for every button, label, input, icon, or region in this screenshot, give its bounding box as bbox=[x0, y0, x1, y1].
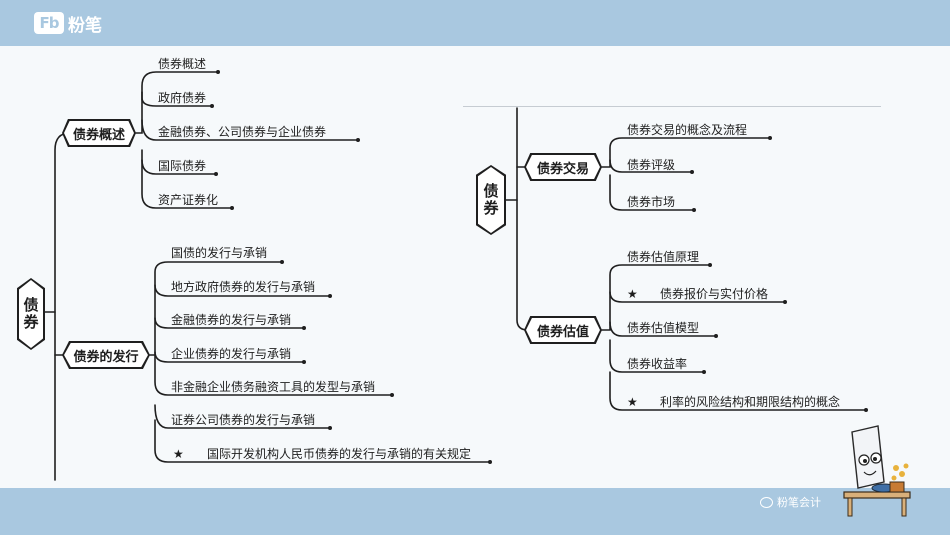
star-icon: ★ bbox=[627, 287, 638, 301]
bottom-bar bbox=[0, 488, 950, 535]
leaf-item: 债券估值模型 bbox=[627, 321, 700, 335]
leaf-item: 金融债券、公司债券与企业债券 bbox=[158, 125, 327, 139]
leaf-item: 国际开发机构人民币债券的发行与承销的有关规定 bbox=[207, 447, 472, 461]
left-root-node: 债券 bbox=[17, 278, 45, 350]
branch-label: 债券交易 bbox=[536, 161, 589, 177]
leaf-item: 国际债券 bbox=[158, 159, 207, 173]
right-root-node: 债券 bbox=[476, 165, 506, 235]
leaf-item: 债券报价与实付价格 bbox=[660, 287, 769, 301]
leaf-item: 地方政府债券的发行与承销 bbox=[171, 280, 316, 294]
mascot-illustration bbox=[843, 425, 911, 517]
leaf-item: 利率的风险结构和期限结构的概念 bbox=[660, 395, 841, 409]
star-icon: ★ bbox=[627, 395, 638, 409]
leaf-item: 债券收益率 bbox=[627, 357, 688, 371]
branch-bond-trading: 债券交易 bbox=[524, 153, 602, 181]
leaf-item: 政府债券 bbox=[158, 91, 207, 105]
leaf-item: 债券估值原理 bbox=[627, 250, 700, 264]
branch-label: 债券概述 bbox=[72, 127, 125, 143]
weibo-icon bbox=[760, 496, 773, 508]
left-root-label: 债券 bbox=[21, 297, 40, 331]
logo-mark: Fb bbox=[34, 12, 64, 34]
branch-bond-valuation: 债券估值 bbox=[524, 316, 602, 344]
branch-label: 债券估值 bbox=[536, 324, 589, 340]
top-bar: Fb 粉笔 bbox=[0, 0, 950, 46]
right-root-label: 债券 bbox=[481, 183, 500, 217]
leaf-item: 证券公司债券的发行与承销 bbox=[171, 413, 316, 427]
leaf-item: 债券交易的概念及流程 bbox=[627, 123, 748, 137]
leaf-item: 非金融企业债务融资工具的发型与承销 bbox=[171, 380, 376, 394]
leaf-item: 资产证券化 bbox=[158, 193, 219, 207]
watermark: 粉笔会计 bbox=[760, 494, 821, 510]
star-icon: ★ bbox=[173, 447, 184, 461]
leaf-item: 债券市场 bbox=[627, 195, 676, 209]
branch-bond-issuance: 债券的发行 bbox=[62, 341, 150, 369]
logo-text: 粉笔 bbox=[68, 15, 102, 36]
leaf-item: 国债的发行与承销 bbox=[171, 246, 268, 260]
leaf-item: 债券评级 bbox=[627, 158, 676, 172]
watermark-text: 粉笔会计 bbox=[777, 496, 821, 509]
divider-line bbox=[463, 106, 881, 107]
branch-label: 债券的发行 bbox=[73, 349, 139, 365]
branch-bond-overview: 债券概述 bbox=[62, 119, 136, 147]
brand-logo: Fb 粉笔 bbox=[34, 11, 102, 36]
leaf-item: 金融债券的发行与承销 bbox=[171, 313, 292, 327]
leaf-item: 企业债券的发行与承销 bbox=[171, 347, 292, 361]
leaf-item: 债券概述 bbox=[158, 57, 207, 71]
